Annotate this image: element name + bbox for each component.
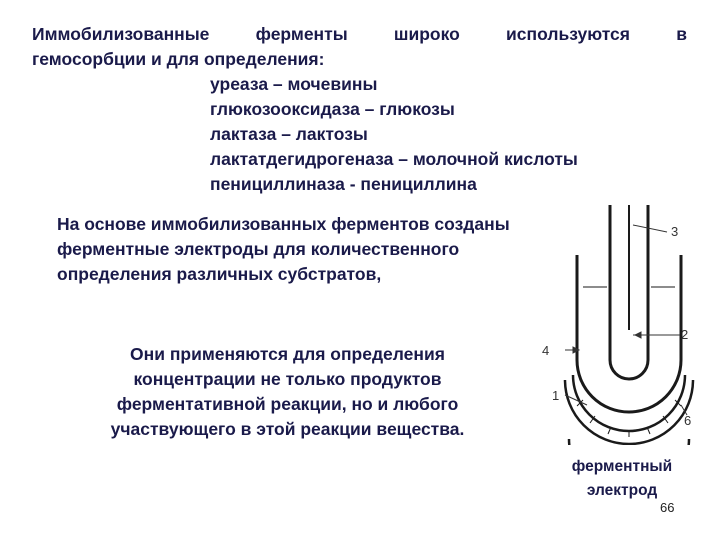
diagram-label-2: 2 [681, 327, 688, 342]
paragraph-line: участвующего в этой реакции вещества. [110, 419, 465, 439]
paragraph-line: ферментативной реакции, но и любого [116, 394, 459, 414]
intro-line-1: Иммобилизованные ферменты широко использ… [32, 22, 687, 47]
enzyme-item: лактаза – лактозы [210, 124, 368, 144]
intro-word: Иммобилизованные [32, 24, 210, 44]
caption-line: электрод [586, 482, 658, 499]
intro-line-2: гемосорбции и для определения: [32, 49, 325, 69]
inner-tube [608, 205, 650, 381]
diagram-label-3: 3 [671, 224, 678, 239]
diagram-label-1: 1 [552, 388, 559, 403]
diagram-label-4: 4 [542, 343, 549, 358]
enzyme-item: глюкозооксидаза – глюкозы [210, 99, 455, 119]
diagram-label-6: 6 [684, 413, 691, 428]
paragraph-line: Они применяются для определения [130, 344, 445, 364]
enzyme-electrode-diagram: 3 2 4 1 6 [542, 205, 695, 445]
paragraph-line: определения различных субстратов, [57, 264, 382, 284]
paragraph-line: ферментные электроды для количественного [57, 239, 460, 259]
intro-word: ферменты [255, 24, 348, 44]
paragraph-line: На основе иммобилизованных ферментов соз… [57, 214, 510, 234]
enzyme-item: уреаза – мочевины [210, 74, 378, 94]
electrode-paragraph: На основе иммобилизованных ферментов соз… [57, 212, 510, 287]
diagram-caption: ферментный электрод [552, 455, 692, 503]
page-number: 66 [660, 500, 675, 515]
outer-tube [575, 255, 683, 414]
intro-word: в [676, 24, 687, 44]
leader-lines [564, 224, 688, 416]
intro-word: используются [506, 24, 630, 44]
enzyme-item: лактатдегидрогеназа – молочной кислоты [210, 149, 578, 169]
enzyme-item: пенициллиназа - пенициллина [210, 174, 477, 194]
membrane-hatching [576, 399, 682, 437]
caption-line: ферментный [571, 458, 673, 475]
intro-word: широко [393, 24, 460, 44]
paragraph-line: концентрации не только продуктов [133, 369, 442, 389]
application-paragraph: Они применяются для определения концентр… [80, 342, 495, 442]
